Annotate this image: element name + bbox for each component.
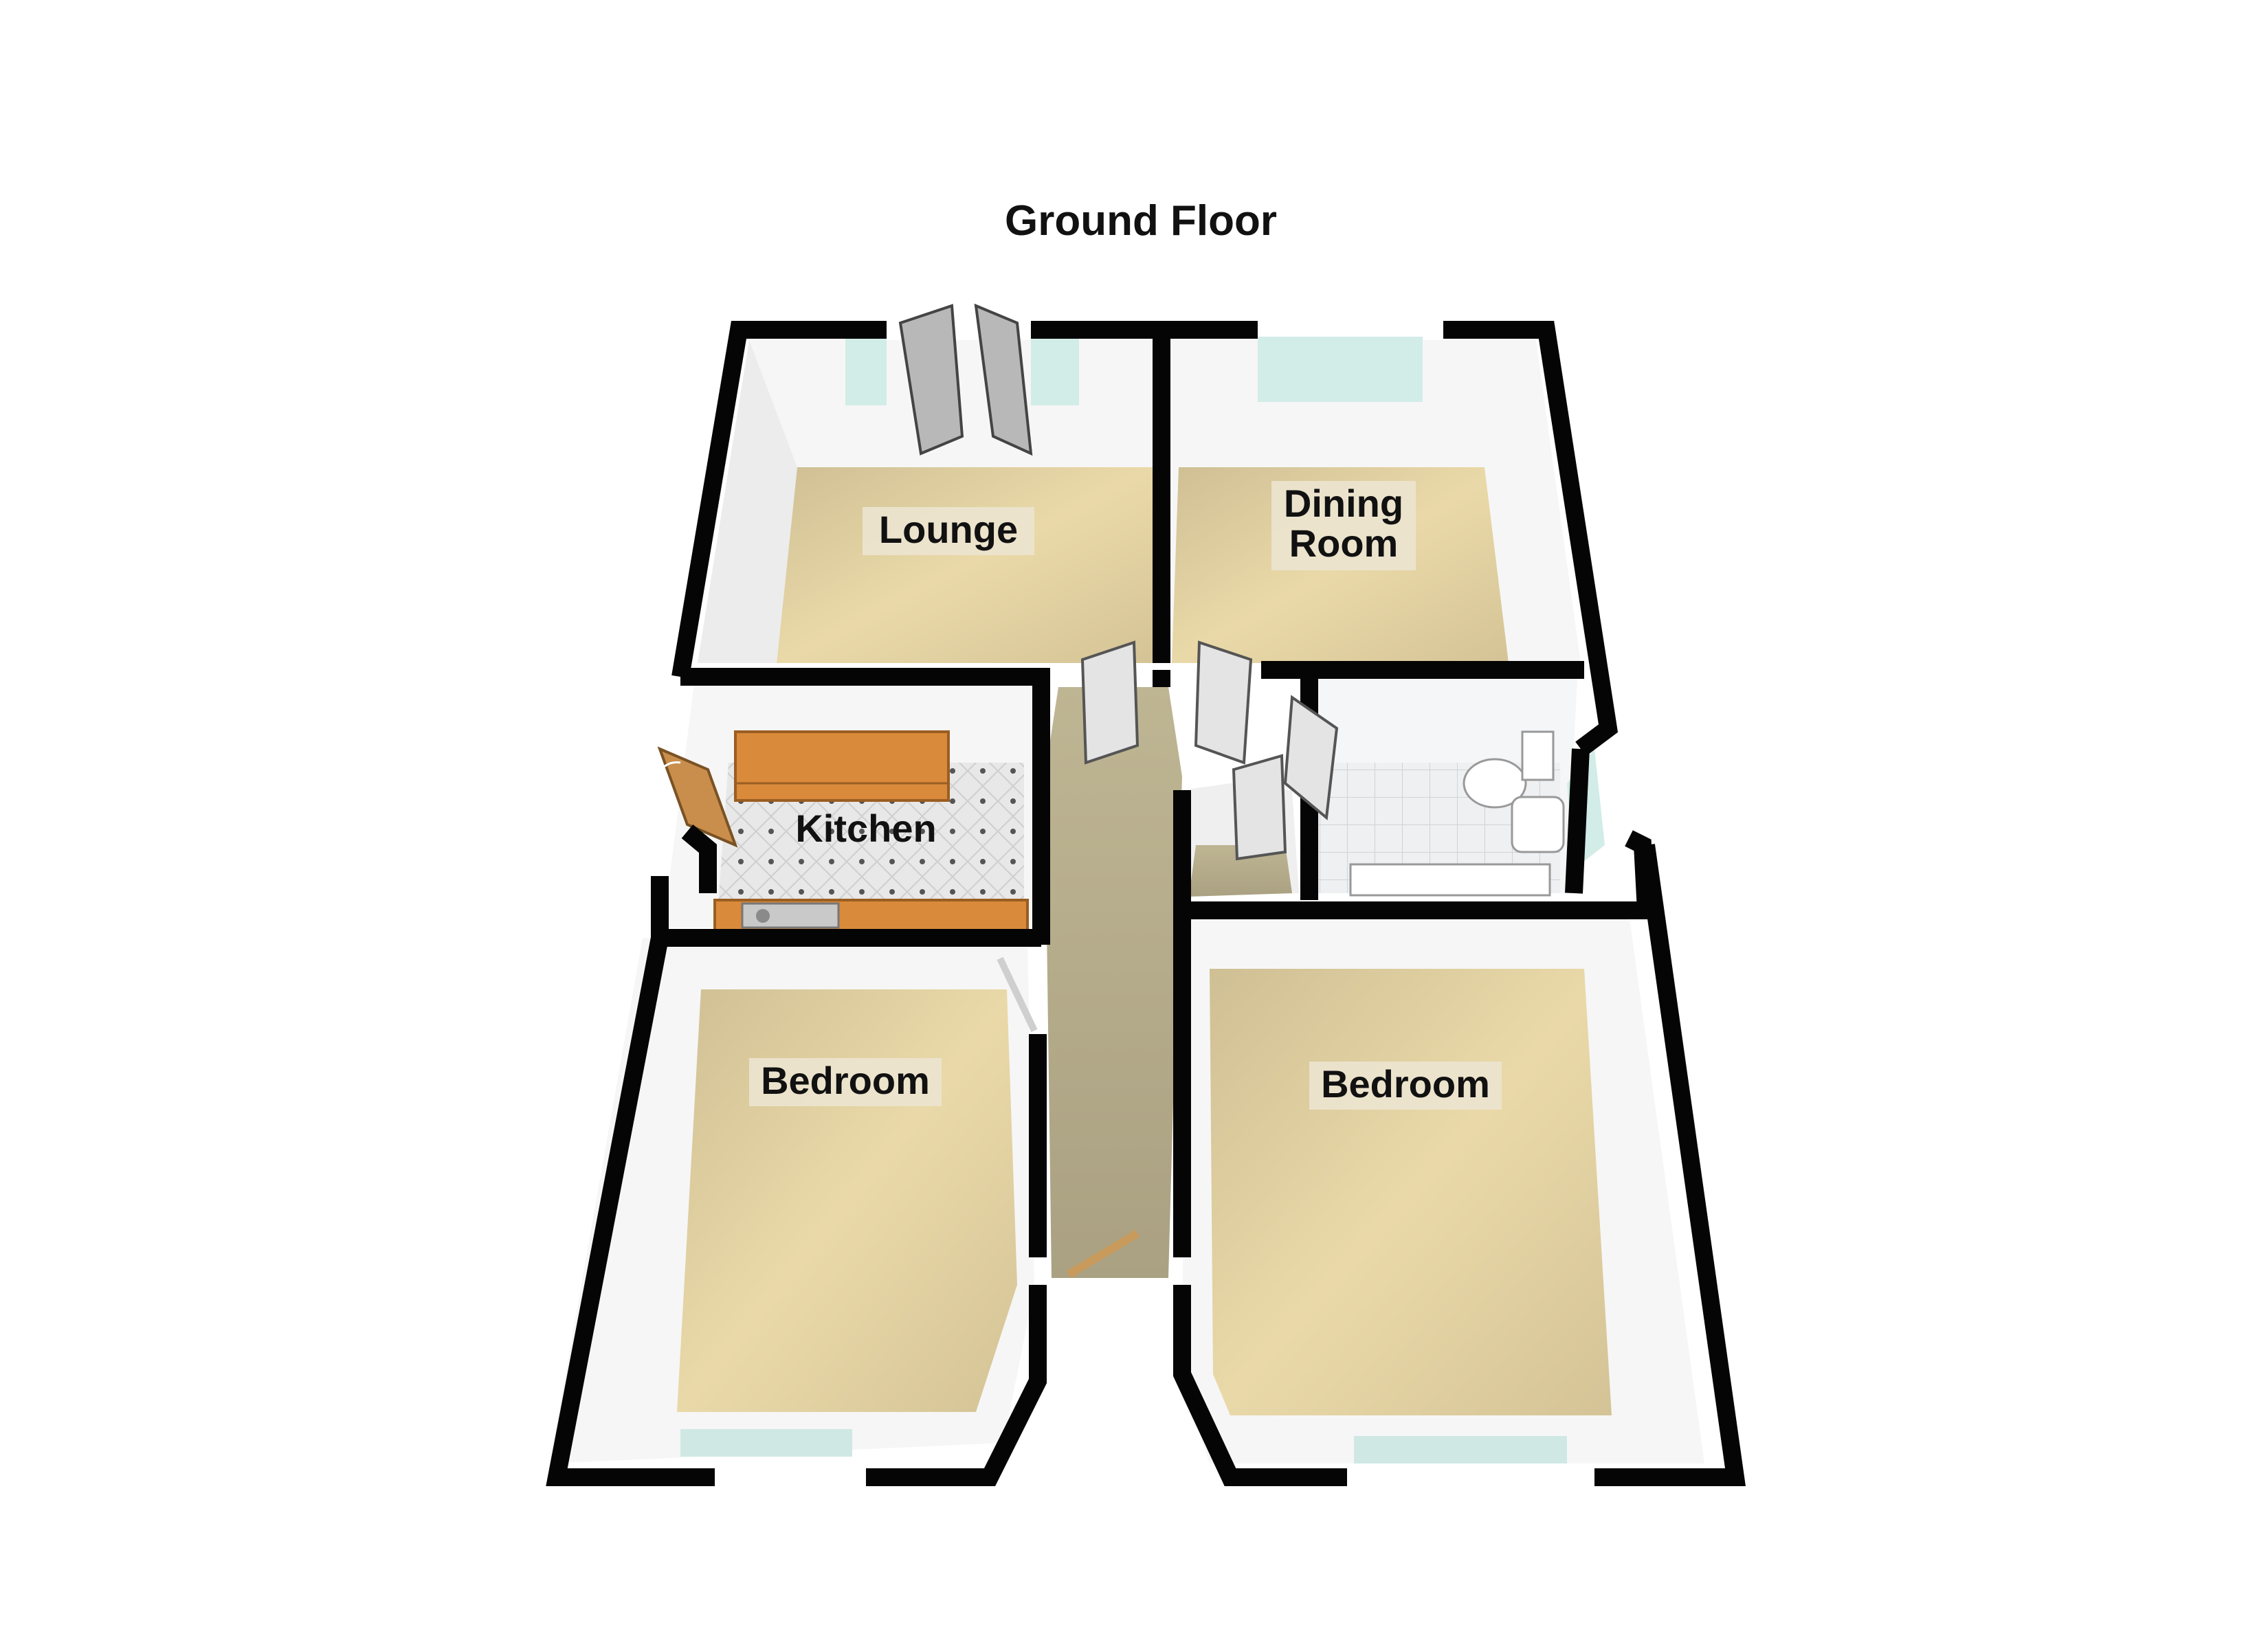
bedroom-right-floor	[1210, 969, 1612, 1415]
label-kitchen: Kitchen	[795, 807, 936, 850]
label-bedroom-right: Bedroom	[1321, 1062, 1490, 1106]
dining-window	[1258, 337, 1423, 402]
lounge-hall-door	[1080, 640, 1139, 765]
lounge-floor	[777, 467, 1155, 663]
lounge-french-door-right	[974, 303, 1033, 456]
lounge-french-door-left	[898, 304, 964, 456]
dining-hall-door	[1194, 640, 1253, 765]
bathroom	[1306, 677, 1605, 897]
hall-cupboard-floor	[1189, 845, 1292, 897]
label-dining-room-line2: Room	[1289, 521, 1399, 565]
kitchen-room	[655, 684, 1038, 932]
basin	[1511, 796, 1565, 853]
bedroom-left-door	[997, 956, 1038, 1033]
doors	[898, 303, 1339, 1279]
hallway-floor	[1045, 687, 1182, 1278]
bedroom-left	[550, 938, 1034, 1463]
cupboard-door	[1232, 754, 1287, 861]
label-lounge: Lounge	[879, 508, 1018, 551]
bedroom-right-window	[1354, 1436, 1567, 1463]
toilet	[1463, 758, 1527, 809]
floor-title: Ground Floor	[1005, 197, 1277, 245]
front-door	[1066, 1229, 1140, 1279]
lounge-window-right	[1031, 337, 1079, 405]
lounge-left-wall-shade	[698, 340, 797, 663]
kitchen-wall-units	[734, 730, 950, 802]
bedroom-left-floor	[677, 989, 1017, 1412]
label-dining-room-line1: Dining	[1284, 482, 1403, 525]
bathroom-door	[1283, 695, 1339, 820]
bedroom-left-window	[680, 1429, 852, 1457]
bedroom-right	[1182, 914, 1704, 1463]
label-bedroom-left: Bedroom	[761, 1059, 930, 1102]
bath	[1349, 863, 1551, 897]
kitchen-back-door	[657, 746, 738, 848]
lounge-window-left	[845, 337, 887, 405]
walls	[546, 321, 1746, 1486]
room-labels: Lounge Dining Room Kitchen Bedroom Bedro…	[749, 481, 1502, 1110]
